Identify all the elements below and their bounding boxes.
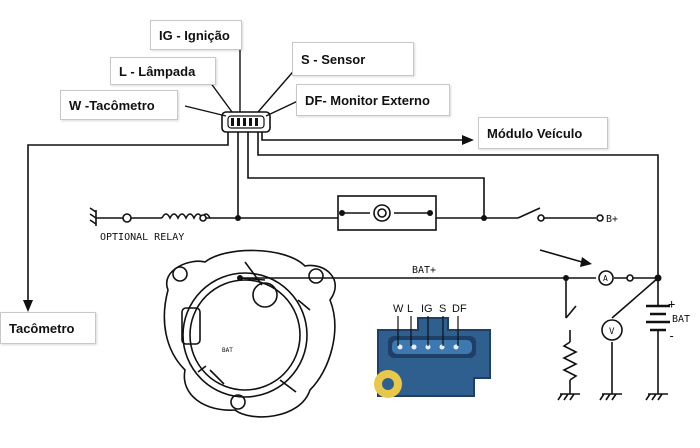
b-plus-label: B+ [606, 214, 618, 225]
connector-inset: W L IG S DF [374, 303, 491, 398]
pin-ig: IG [421, 303, 433, 315]
callout-tacometro-w: W -Tacômetro [60, 90, 178, 120]
wire-modulo [261, 130, 462, 141]
plus-sign: + [668, 297, 675, 311]
bat-terminal-label: BAT [222, 347, 233, 354]
pin-w: W [393, 303, 404, 315]
ammeter-label: A [603, 274, 608, 283]
callout-tacometro: Tacômetro [0, 312, 96, 344]
wire-sensor [257, 132, 659, 278]
callout-modulo-veiculo: Módulo Veículo [478, 117, 608, 149]
callout-monitor-externo: DF- Monitor Externo [296, 84, 450, 116]
lamp-box [337, 195, 437, 231]
optional-relay-label: OPTIONAL RELAY [100, 232, 184, 243]
pin-s: S [439, 303, 446, 315]
voltmeter-label: V [609, 327, 615, 337]
alternator-plug [221, 111, 271, 133]
callout-ignicao: IG - Ignição [150, 20, 242, 50]
pin-l: L [407, 303, 413, 315]
switch-bplus [517, 207, 541, 219]
callout-lampada: L - Lâmpada [110, 57, 216, 85]
pin-df: DF [452, 303, 467, 315]
bat-label: BAT [672, 314, 690, 325]
minus-sign: - [668, 329, 675, 343]
arrow-modulo [462, 135, 474, 145]
resistor [562, 341, 578, 381]
voltmeter [601, 319, 623, 341]
bat-plus-label: BAT+ [412, 265, 436, 276]
alternator-body [163, 249, 336, 418]
ammeter [598, 270, 614, 286]
wire-lampada [247, 132, 485, 218]
wire-tacometro [27, 130, 229, 300]
arrow-tacometro [23, 300, 33, 312]
callout-sensor: S - Sensor [292, 42, 414, 76]
